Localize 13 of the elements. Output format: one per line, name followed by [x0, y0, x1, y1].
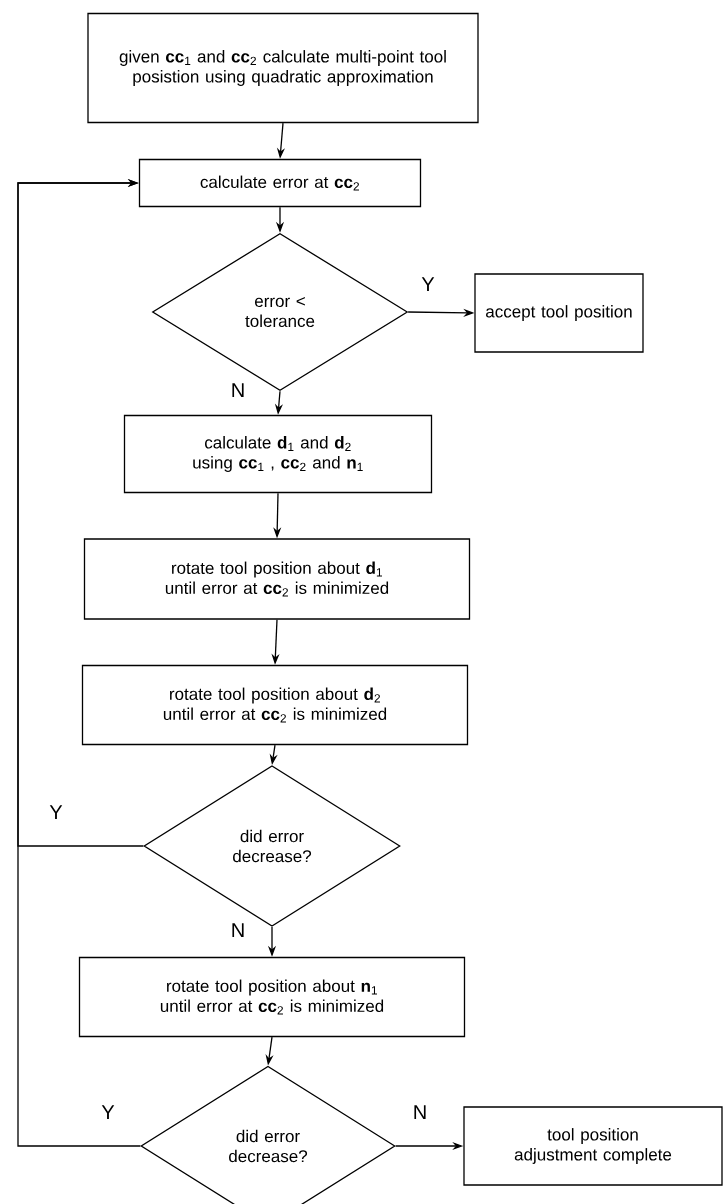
- edge-label: Y: [100, 1104, 116, 1120]
- edge-label: N: [411, 1104, 429, 1120]
- process-box: calculate error at cc$_{2}$: [138, 158, 422, 208]
- process-box: calculate d$_{1}$ and d$_{2}$ using cc$_{1}$ , cc$_{2}$ and n$_{1}$: [123, 414, 433, 494]
- process-box: given cc$_{1}$ and cc$_{2}$ calculate multi-point tool posistion using quadratic approximation: [87, 12, 479, 124]
- arrow: [17, 178, 141, 1147]
- process-box: rotate tool position about d$_{1}$ until error at cc$_{2}$ is minimized: [83, 538, 471, 620]
- edge-label: Y: [420, 276, 436, 292]
- edge-label: Y: [48, 804, 64, 820]
- process-box: rotate tool position about n$_{1}$ until error at cc$_{2}$ is minimized: [78, 956, 466, 1038]
- process-box: rotate tool position about d$_{2}$ until error at cc$_{2}$ is minimized: [81, 664, 469, 746]
- process-box: accept tool position: [474, 273, 644, 353]
- process-box: tool position adjustment complete: [463, 1106, 723, 1186]
